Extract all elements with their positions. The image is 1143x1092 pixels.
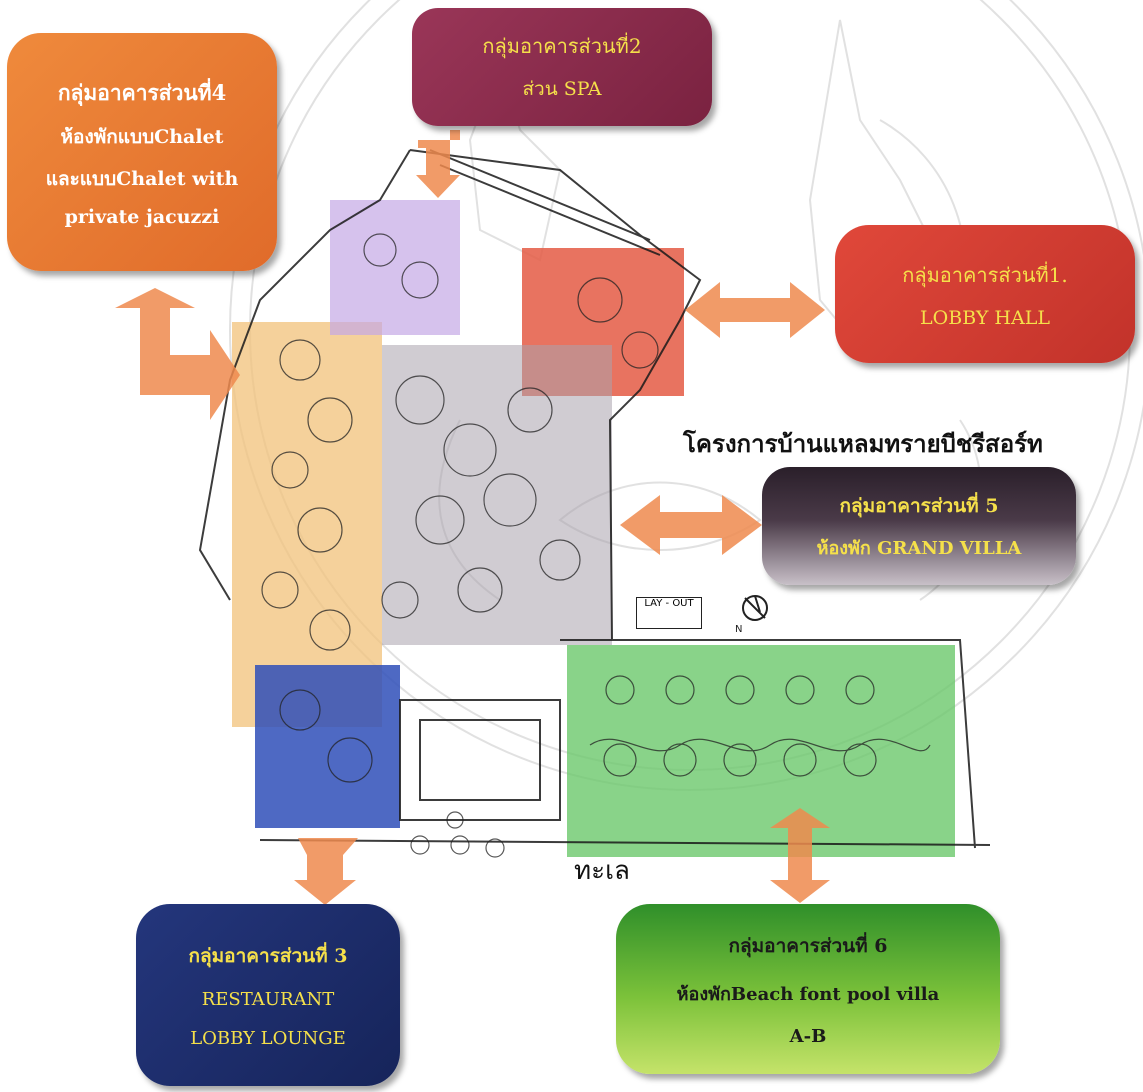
- zone-group4-chalet: [232, 322, 382, 727]
- north-arrow-icon: [742, 595, 768, 621]
- group2-box: กลุ่มอาคารส่วนที่2 ส่วน SPA: [412, 8, 712, 126]
- group6-line-3: A-B: [789, 1026, 827, 1047]
- arrow-group1: [685, 282, 825, 338]
- group3-line-3: LOBBY LOUNGE: [190, 1028, 346, 1049]
- north-label: N: [735, 624, 743, 635]
- layout-tag-label: LAY - OUT: [644, 598, 694, 609]
- group6-box: กลุ่มอาคารส่วนที่ 6 ห้องพักBeach font po…: [616, 904, 1000, 1074]
- group1-box: กลุ่มอาคารส่วนที่1. LOBBY HALL: [835, 225, 1135, 363]
- arrow-group2: [416, 130, 460, 198]
- group4-line-4: private jacuzzi: [64, 205, 220, 228]
- group2-line-2: ส่วน SPA: [522, 78, 602, 100]
- arrow-group3: [294, 838, 358, 905]
- project-title: โครงการบ้านแหลมทรายบีชรีสอร์ท: [683, 430, 1043, 458]
- group4-line-2: ห้องพักแบบChalet: [60, 125, 224, 148]
- group6-line-2: ห้องพักBeach font pool villa: [676, 984, 940, 1005]
- zone-group3-restaurant: [255, 665, 400, 828]
- zone-group2-spa: [330, 200, 460, 335]
- group5-line-2: ห้องพัก GRAND VILLA: [816, 537, 1022, 559]
- arrow-group6: [770, 808, 830, 903]
- plan-linework: [198, 149, 991, 849]
- group4-box: กลุ่มอาคารส่วนที่4 ห้องพักแบบChalet และแ…: [7, 33, 277, 271]
- group1-line-2: LOBBY HALL: [920, 307, 1050, 329]
- zone-group6-pool-villa: [567, 645, 955, 857]
- arrow-group4: [115, 288, 240, 420]
- group4-line-1: กลุ่มอาคารส่วนที่4: [57, 79, 227, 105]
- group3-box: กลุ่มอาคารส่วนที่ 3 RESTAURANT LOBBY LOU…: [136, 904, 400, 1086]
- group5-line-1: กลุ่มอาคารส่วนที่ 5: [839, 494, 999, 517]
- sea-label: ทะเล: [574, 856, 630, 886]
- group2-line-1: กลุ่มอาคารส่วนที่2: [482, 34, 642, 58]
- group3-line-1: กลุ่มอาคารส่วนที่ 3: [188, 945, 348, 967]
- group3-line-2: RESTAURANT: [201, 989, 335, 1010]
- layout-tag: LAY - OUT: [636, 597, 702, 629]
- group6-line-1: กลุ่มอาคารส่วนที่ 6: [728, 935, 888, 957]
- group1-line-1: กลุ่มอาคารส่วนที่1.: [902, 263, 1068, 287]
- arrow-group5: [620, 495, 762, 555]
- group4-line-3: และแบบChalet with: [45, 167, 239, 190]
- group5-box: กลุ่มอาคารส่วนที่ 5 ห้องพัก GRAND VILLA: [762, 467, 1076, 585]
- zone-group5-villa: [382, 345, 612, 645]
- arrows: [115, 130, 830, 905]
